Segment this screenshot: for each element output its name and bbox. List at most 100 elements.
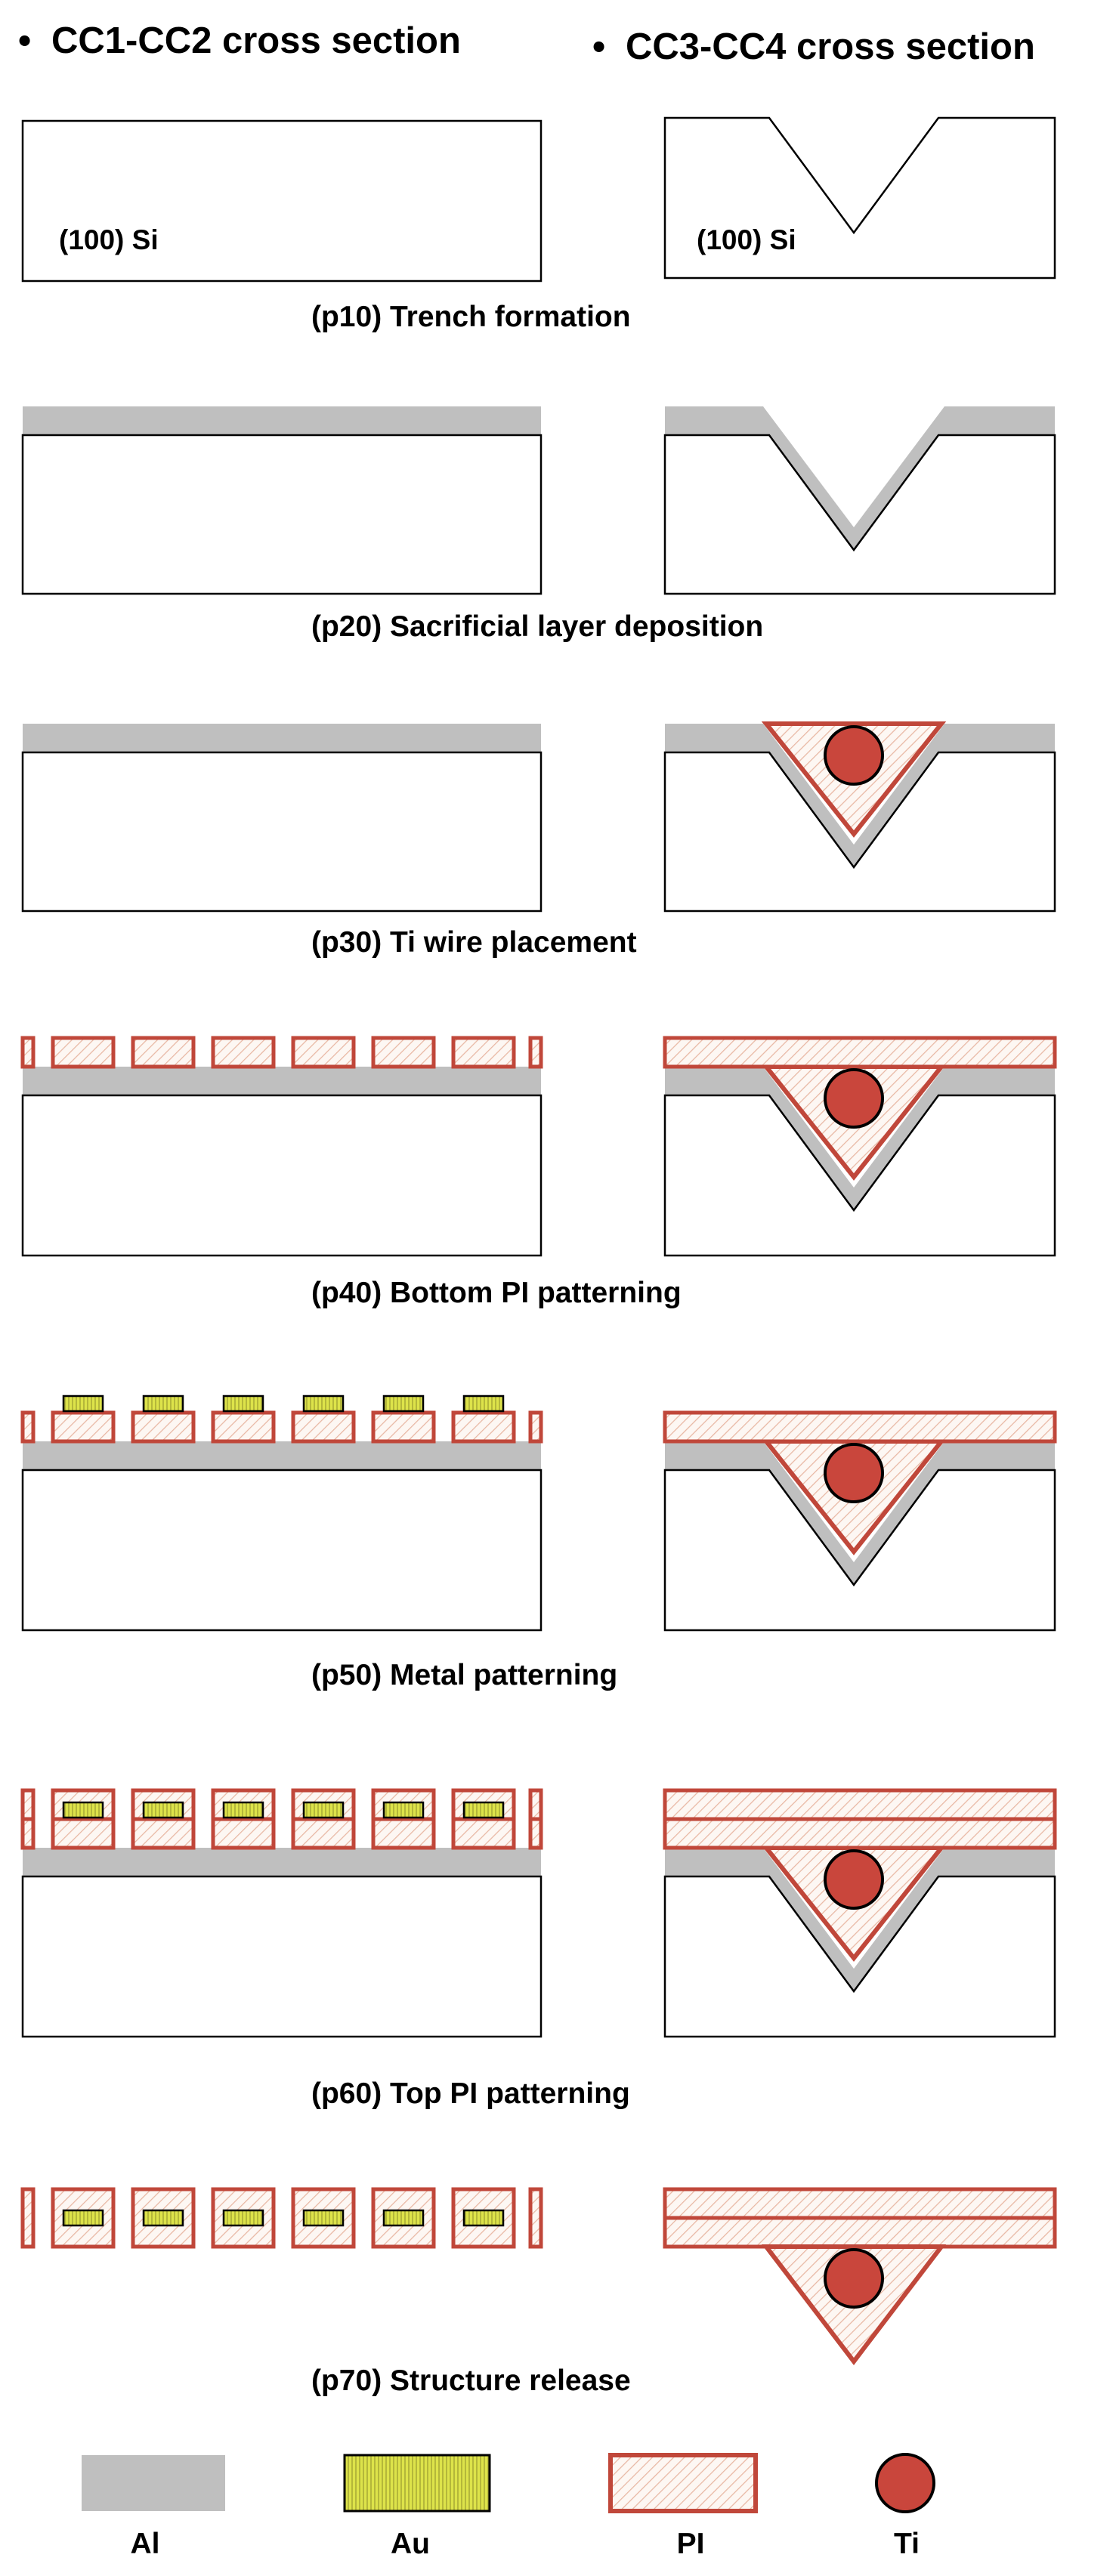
au-pad-left-3-p60 xyxy=(222,1801,264,1819)
pi-stub-left-a-p50 xyxy=(20,1410,36,1444)
ti-wire-p50 xyxy=(824,1443,884,1503)
si-substrate-right-p50 xyxy=(663,1469,1056,1632)
ti-wire-p40 xyxy=(824,1068,884,1129)
pi-pad-left-4-p50 xyxy=(291,1410,356,1444)
si-substrate-left-p30 xyxy=(21,751,543,913)
al-layer-right-p50 xyxy=(665,1441,1055,1585)
si-substrate-left-p60 xyxy=(21,1875,543,2038)
pi-pad-left-5-p40 xyxy=(371,1036,436,1069)
au-pad-left-4-p70 xyxy=(302,2209,345,2227)
au-pad-left-5-p60 xyxy=(382,1801,425,1819)
step-caption-p70: (p70) Structure release xyxy=(311,2364,631,2397)
pi-pad-left-6-p50 xyxy=(451,1410,516,1444)
pi-bar-right-p70 xyxy=(663,2216,1057,2249)
pi-stub-left-1-p70 xyxy=(20,2187,36,2249)
step-caption-p40: (p40) Bottom PI patterning xyxy=(311,1277,682,1309)
pi-pad-left-4-p60 xyxy=(291,1817,356,1850)
right-header-bullet: • xyxy=(592,26,605,67)
au-pad-left-5-p50 xyxy=(382,1395,425,1413)
pi-pad-left-5-p50 xyxy=(371,1410,436,1444)
step-caption-p50: (p50) Metal patterning xyxy=(311,1659,617,1691)
si-substrate-left-p40 xyxy=(21,1094,543,1257)
al-layer-right-p40 xyxy=(665,1067,1055,1210)
pi-bar-right-p60 xyxy=(663,1817,1057,1850)
pi-stub-left-2-p70 xyxy=(528,2187,543,2249)
al-layer-right-p20 xyxy=(665,406,1055,550)
legend-al-swatch xyxy=(82,2455,225,2511)
al-layer-left-p40 xyxy=(23,1067,541,1095)
pi-pad-left-3-p50 xyxy=(211,1410,276,1444)
pi-stub-left-b-p40 xyxy=(528,1036,543,1069)
pi-stub-left-a-p60 xyxy=(20,1817,36,1850)
al-sacrificial-layers xyxy=(23,406,1055,1991)
au-pad-left-6-p60 xyxy=(462,1801,505,1819)
si-substrate-left-p10 xyxy=(21,119,543,283)
ti-wires xyxy=(824,725,884,2309)
si-substrates xyxy=(21,116,1056,2038)
legend-al-label: Al xyxy=(131,2528,160,2560)
ti-wire-p70 xyxy=(824,2248,884,2309)
step-caption-p30: (p30) Ti wire placement xyxy=(311,926,637,959)
pi-pad-left-6-p60 xyxy=(451,1817,516,1850)
pi-pad-left-2-p60 xyxy=(131,1817,196,1850)
si-substrate-right-p30 xyxy=(663,751,1056,913)
pi-pad-left-1-p40 xyxy=(51,1036,116,1069)
legend-ti-label: Ti xyxy=(894,2528,920,2560)
pi-pad-left-2-p50 xyxy=(131,1410,196,1444)
legend-ti-swatch xyxy=(875,2453,935,2513)
au-pad-left-2-p60 xyxy=(142,1801,184,1819)
au-pad-left-5-p70 xyxy=(382,2209,425,2227)
al-layer-left-p60 xyxy=(23,1848,541,1876)
left-substrate-label: (100) Si xyxy=(59,224,159,255)
pi-pad-left-5-p60 xyxy=(371,1817,436,1850)
step-caption-p20: (p20) Sacrificial layer deposition xyxy=(311,610,763,643)
legend-pi-swatch xyxy=(608,2453,758,2513)
au-pad-left-4-p60 xyxy=(302,1801,345,1819)
pi-stub-left-b-p50 xyxy=(528,1410,543,1444)
pi-pad-left-3-p60 xyxy=(211,1817,276,1850)
al-layer-left-p20 xyxy=(23,406,541,435)
pi-pad-left-1-p50 xyxy=(51,1410,116,1444)
pi-top-bar-right-p70 xyxy=(663,2187,1057,2220)
pi-pad-left-2-p40 xyxy=(131,1036,196,1069)
si-substrate-right-p60 xyxy=(663,1875,1056,2038)
au-pad-left-1-p70 xyxy=(62,2209,104,2227)
legend: Al Au PI Ti xyxy=(82,2453,935,2560)
step-caption-p60: (p60) Top PI patterning xyxy=(311,2077,630,2110)
au-pad-left-1-p60 xyxy=(62,1801,104,1819)
si-substrate-right-p20 xyxy=(663,434,1056,595)
si-substrate-left-p50 xyxy=(21,1469,543,1632)
au-pad-left-2-p70 xyxy=(142,2209,184,2227)
pi-pad-left-3-p40 xyxy=(211,1036,276,1069)
pi-pad-left-6-p40 xyxy=(451,1036,516,1069)
ti-wire-p60 xyxy=(824,1849,884,1910)
right-substrate-label: (100) Si xyxy=(697,224,796,255)
pi-bar-right-p40 xyxy=(663,1036,1057,1069)
si-substrate-left-p20 xyxy=(21,434,543,595)
legend-au-label: Au xyxy=(391,2528,430,2560)
au-pad-left-6-p70 xyxy=(462,2209,505,2227)
si-substrate-right-p40 xyxy=(663,1094,1056,1257)
ti-wire-p30 xyxy=(824,725,884,786)
si-substrate-right-p10 xyxy=(663,116,1056,280)
au-pad-left-3-p50 xyxy=(222,1395,264,1413)
pi-bar-right-p50 xyxy=(663,1410,1057,1444)
au-pad-left-2-p50 xyxy=(142,1395,184,1413)
step-caption-p10: (p10) Trench formation xyxy=(311,301,631,333)
pi-stub-left-a-p40 xyxy=(20,1036,36,1069)
au-pad-left-6-p50 xyxy=(462,1395,505,1413)
pi-pad-left-4-p40 xyxy=(291,1036,356,1069)
pi-top-bar-right-p60 xyxy=(663,1788,1057,1821)
legend-pi-label: PI xyxy=(677,2528,705,2560)
au-pad-left-3-p70 xyxy=(222,2209,264,2227)
legend-au-swatch xyxy=(343,2454,491,2513)
al-layer-right-p60 xyxy=(665,1848,1055,1991)
al-layer-left-p30 xyxy=(23,724,541,752)
pi-pad-left-1-p60 xyxy=(51,1817,116,1850)
left-header-bullet: • xyxy=(18,20,31,61)
pi-top-stub-left-a-p60 xyxy=(20,1788,36,1821)
al-layer-right-p30 xyxy=(665,724,1055,867)
left-column-header: CC1-CC2 cross section xyxy=(51,20,461,61)
pi-stub-left-b-p60 xyxy=(528,1817,543,1850)
